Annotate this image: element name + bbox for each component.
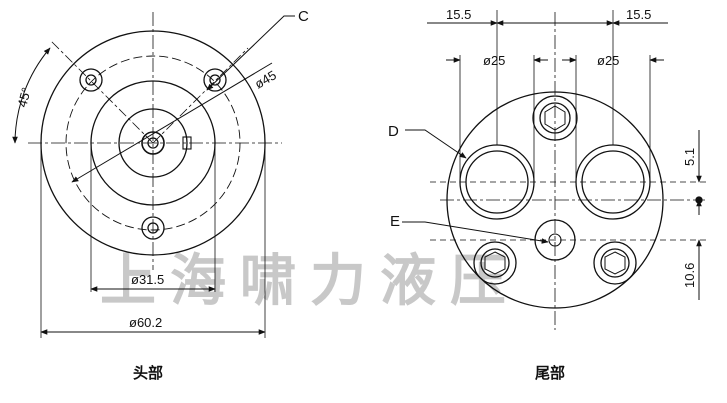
watermark-text: 上海啸力液压 [100,248,520,314]
head-bolt-circle [65,55,241,231]
port-e-leader [402,221,549,244]
head-view [12,12,295,338]
pcd-label: ø45 [252,67,279,91]
bolt-hole-bottom [141,216,165,240]
angle-arc [12,47,51,144]
pilot-label: ø31.5 [131,272,164,287]
lower-port-left [473,241,517,285]
angle-label: 45° [14,86,34,109]
lower-port-right [593,241,637,285]
tail-caption: 尾部 [535,364,565,382]
vert-upper-label: 5.1 [682,148,697,166]
offset-left-label: 15.5 [446,7,471,22]
pcd-leader [71,62,273,183]
port-e-label: E [390,213,400,230]
shaft-outer [141,131,165,155]
port-d-label: D [388,123,399,140]
top-port [532,95,578,141]
bolt-hole-top-left [79,68,103,92]
tail-view [402,10,710,330]
port-c-label: C [298,8,309,25]
vert-lower-label: 10.6 [682,263,697,288]
head-caption: 头部 [133,364,163,382]
bolt-hole-top-right [203,68,227,92]
tail-outer-body [446,91,664,309]
head-hub [118,108,188,178]
shaft-inner [147,137,159,149]
port-c-leader [206,15,295,91]
shaft-key [182,136,192,150]
bore-left-label: ø25 [483,53,505,68]
offset-right-label: 15.5 [626,7,651,22]
outer-label: ø60.2 [129,315,162,330]
bore-right-label: ø25 [597,53,619,68]
port-d-leader [405,129,467,159]
